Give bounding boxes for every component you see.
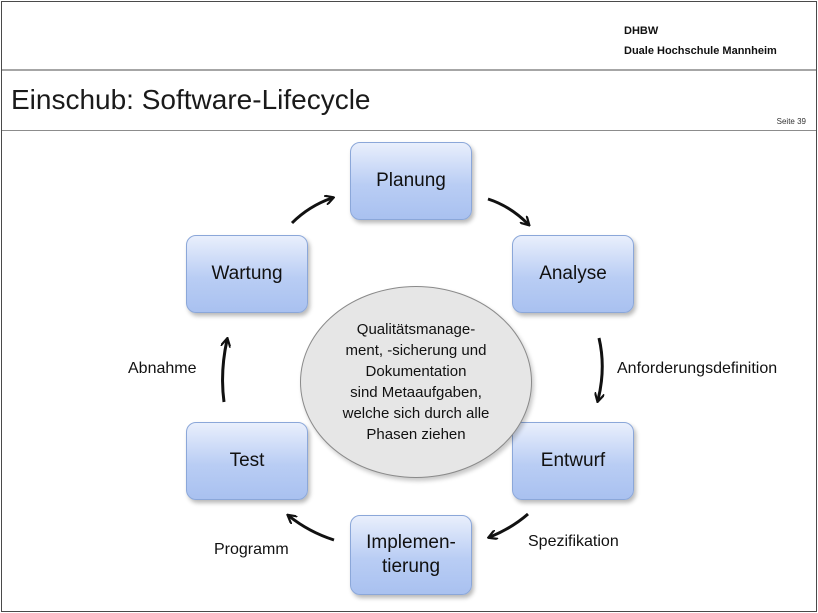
label-anforderungsdefinition: Anforderungsdefinition <box>617 360 778 377</box>
org-name: DHBW <box>624 25 659 37</box>
phase-entwurf: Entwurf <box>512 422 634 500</box>
phase-test-label: Test <box>229 450 265 471</box>
phase-test: Test <box>186 422 308 500</box>
arrow-entwurf-to-implementierung <box>490 512 529 537</box>
center-text-line: Dokumentation <box>365 363 467 380</box>
header-divider <box>2 69 816 71</box>
phase-entwurf-label: Entwurf <box>540 450 606 471</box>
label-programm: Programm <box>214 541 289 558</box>
phase-implementierung: Implemen- tierung <box>350 515 472 595</box>
center-text-line: Qualitätsmanage- <box>356 321 476 338</box>
page-number: Seite 39 <box>776 117 806 126</box>
phase-planung: Planung <box>350 142 472 220</box>
phase-implementierung-label-line2: tierung <box>381 556 441 577</box>
center-text-line: welche sich durch alle <box>342 405 490 422</box>
title-divider <box>2 130 816 131</box>
phase-analyse-label: Analyse <box>539 263 607 284</box>
phase-wartung-label: Wartung <box>211 263 283 284</box>
center-text-line: Phasen ziehen <box>366 426 466 443</box>
org-block: DHBW Duale Hochschule Mannheim <box>624 21 777 61</box>
arrow-implementierung-to-test <box>289 516 335 542</box>
center-circle: Qualitätsmanage- ment, -sicherung und Do… <box>300 286 532 478</box>
center-text-line: sind Metaaufgaben, <box>350 384 482 401</box>
arrow-analyse-to-entwurf <box>598 337 602 400</box>
phase-planung-label: Planung <box>376 170 446 191</box>
label-abnahme: Abnahme <box>128 360 197 377</box>
arrow-planung-to-analyse <box>487 197 528 224</box>
page-title: Einschub: Software-Lifecycle <box>11 84 371 115</box>
arrow-wartung-to-planung <box>290 198 332 225</box>
label-spezifikation: Spezifikation <box>528 533 619 550</box>
center-text: Qualitätsmanage- ment, -sicherung und Do… <box>311 319 521 445</box>
arrow-test-to-wartung <box>223 340 227 403</box>
org-subname: Duale Hochschule Mannheim <box>624 45 777 57</box>
phase-analyse: Analyse <box>512 235 634 313</box>
phase-implementierung-label-line1: Implemen- <box>366 532 456 553</box>
phase-wartung: Wartung <box>186 235 308 313</box>
center-text-line: ment, -sicherung und <box>345 342 487 359</box>
